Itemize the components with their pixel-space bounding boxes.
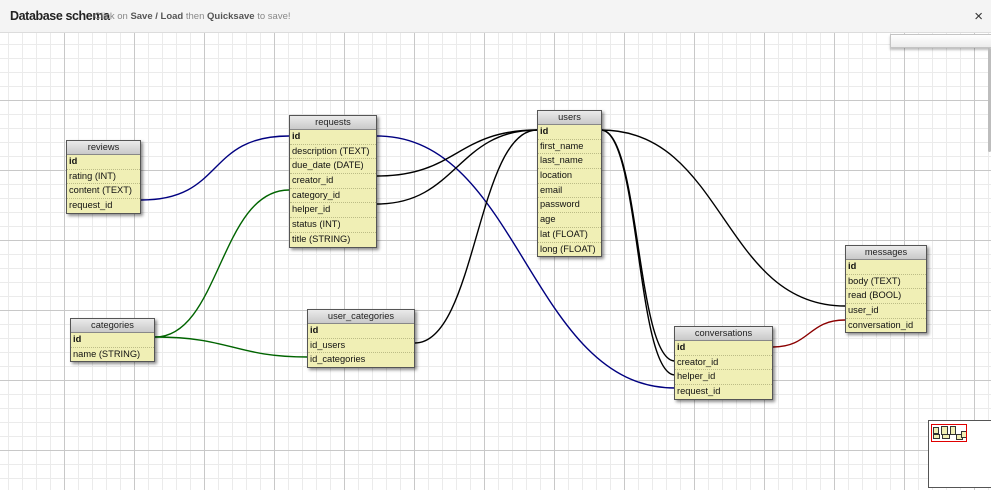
hint-quicksave: Quicksave — [207, 11, 255, 22]
table-field[interactable]: helper_id — [675, 370, 772, 386]
table-field[interactable]: email — [538, 184, 601, 199]
table-field[interactable]: read (BOOL) — [846, 289, 926, 305]
table-title[interactable]: users — [538, 111, 601, 125]
table-field[interactable]: status (INT) — [290, 218, 376, 233]
minimap-table — [933, 434, 940, 439]
primary-key-field[interactable]: id — [675, 341, 772, 356]
primary-key-field[interactable]: id — [67, 155, 140, 170]
primary-key-field[interactable]: id — [308, 324, 414, 339]
table-title[interactable]: reviews — [67, 141, 140, 155]
table-title[interactable]: requests — [290, 116, 376, 130]
table-field[interactable]: first_name — [538, 140, 601, 155]
table-field[interactable]: conversation_id — [848, 319, 914, 330]
table-field[interactable]: content (TEXT) — [67, 184, 140, 200]
save-hint: Click on Save / Load then Quicksave to s… — [94, 11, 291, 22]
table-field[interactable]: location — [538, 169, 601, 184]
table-field[interactable]: description (TEXT) — [290, 145, 376, 160]
table-field[interactable]: category_id — [290, 189, 376, 204]
table-field[interactable]: creator_id — [675, 356, 772, 371]
table-field[interactable]: age — [538, 213, 601, 228]
table-field[interactable]: lat (FLOAT) — [538, 228, 601, 243]
vertical-scrollbar[interactable] — [988, 48, 991, 152]
primary-key-field[interactable]: id — [538, 125, 601, 140]
schema-canvas[interactable] — [0, 33, 991, 490]
table-field[interactable]: body (TEXT) — [846, 275, 926, 290]
table-title[interactable]: messages — [846, 246, 926, 260]
hint-middle: then — [183, 11, 208, 22]
table-field[interactable]: helper_id — [290, 203, 376, 219]
hint-suffix: to save! — [254, 11, 291, 22]
table-field[interactable]: due_date (DATE) — [290, 159, 376, 175]
close-icon[interactable]: × — [974, 8, 983, 25]
table-field[interactable]: last_name — [538, 154, 601, 170]
collapsed-toolbar[interactable] — [890, 34, 991, 48]
table-field[interactable]: request_id — [677, 386, 721, 397]
table-field[interactable]: id_categories — [310, 354, 366, 365]
app-title: Database schema — [10, 9, 110, 23]
table-field[interactable]: password — [538, 198, 601, 214]
app-header: Database schema Click on Save / Load the… — [0, 0, 991, 33]
table-field[interactable]: request_id — [69, 200, 113, 211]
table-title[interactable]: conversations — [675, 327, 772, 341]
table-field[interactable]: name (STRING) — [73, 348, 141, 359]
primary-key-field[interactable]: id — [846, 260, 926, 275]
minimap-table — [942, 434, 950, 439]
minimap[interactable] — [928, 420, 991, 488]
table-field[interactable]: title (STRING) — [292, 233, 351, 244]
minimap-table — [933, 427, 939, 434]
table-title[interactable]: categories — [71, 319, 154, 333]
primary-key-field[interactable]: id — [290, 130, 376, 145]
hint-prefix: Click on — [94, 11, 131, 22]
table-field[interactable]: id_users — [308, 339, 414, 354]
minimap-viewport[interactable] — [931, 424, 967, 442]
table-field[interactable]: creator_id — [290, 174, 376, 189]
table-title[interactable]: user_categories — [308, 310, 414, 324]
table-field[interactable]: user_id — [846, 304, 926, 319]
table-field[interactable]: rating (INT) — [67, 170, 140, 185]
hint-save-load: Save / Load — [130, 11, 184, 22]
primary-key-field[interactable]: id — [71, 333, 154, 348]
minimap-table — [950, 426, 956, 435]
table-field[interactable]: long (FLOAT) — [540, 243, 596, 254]
